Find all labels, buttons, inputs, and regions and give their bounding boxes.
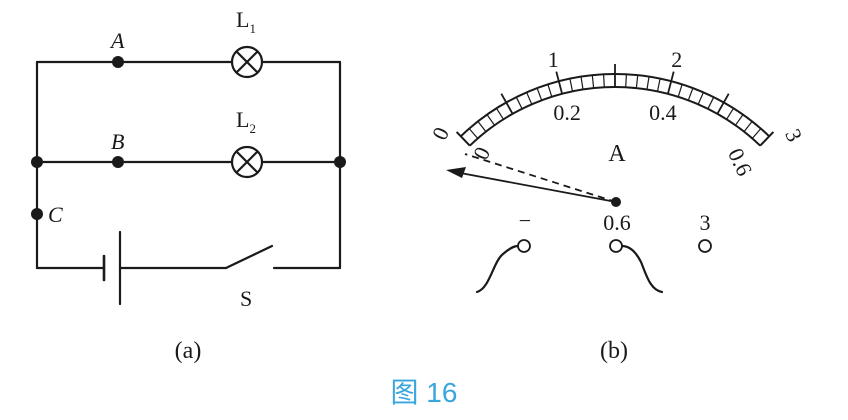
scale-minor-tick <box>646 76 650 90</box>
scale-end-left <box>455 131 471 147</box>
scale-ticks <box>468 64 762 139</box>
scale-minor-tick <box>697 92 704 105</box>
scale-minor-tick <box>707 96 715 110</box>
wire-into-0-6 <box>620 244 664 294</box>
panel-a-label: (a) <box>175 338 202 364</box>
scale-minor-tick <box>547 84 553 97</box>
ammeter-dial: 1 2 3 0.2 0.4 0.6 0 0 A − 0.6 3 <box>427 47 808 364</box>
terminal-0-6-label: 0.6 <box>603 210 631 235</box>
switch-label: S <box>240 286 252 311</box>
node-b-dot <box>112 156 124 168</box>
wire-into-negative <box>475 244 520 294</box>
scale-minor-tick <box>569 78 574 92</box>
scale-minor-tick <box>743 121 753 132</box>
scale-minor-tick <box>580 76 584 90</box>
scale-minor-tick <box>735 114 744 126</box>
scale-minor-tick <box>726 107 735 120</box>
scale-zero-bottom-label: 0 <box>468 143 495 164</box>
scale-major-tick <box>667 71 675 95</box>
pointer-solid <box>454 171 617 203</box>
scale-end-right <box>759 131 775 147</box>
node-c-label: C <box>48 202 63 227</box>
scale-minor-tick <box>468 128 479 139</box>
scale-minor-tick <box>625 74 627 88</box>
scale-minor-tick <box>477 121 487 132</box>
lamp-l2-label: L2 <box>236 107 256 136</box>
scale-minor-tick <box>677 84 683 97</box>
scale-minor-tick <box>751 128 762 139</box>
node-b-label: B <box>111 129 124 154</box>
terminal-0-6[interactable] <box>609 239 623 253</box>
scale-top-label-1: 1 <box>548 47 559 72</box>
scale-minor-tick <box>635 75 639 89</box>
scale-major-tick <box>555 71 563 95</box>
lamp-l1-icon <box>230 45 264 79</box>
node-a-label: A <box>109 28 125 53</box>
panel-b-label: (b) <box>600 338 628 364</box>
figure-caption: 图 16 <box>391 377 458 408</box>
ammeter-symbol: A <box>608 141 626 167</box>
scale-minor-tick <box>591 75 595 89</box>
scale-bottom-label-3: 0.6 <box>723 144 757 179</box>
junction-left-dot <box>31 156 43 168</box>
scale-arc-inner <box>469 86 761 147</box>
circuit-nodes <box>31 56 346 220</box>
scale-minor-tick <box>515 96 523 110</box>
scale-minor-tick <box>603 74 605 88</box>
lamp-l2-icon <box>230 145 264 179</box>
node-c-dot <box>31 208 43 220</box>
lamp-l1-label: L1 <box>236 7 256 36</box>
scale-minor-tick <box>486 114 495 126</box>
scale-major-tick <box>500 93 514 115</box>
scale-top-label-2: 2 <box>671 47 682 72</box>
scale-bottom-label-2: 0.4 <box>649 100 677 125</box>
scale-top-label-3: 3 <box>780 125 807 146</box>
pointer-arrowhead-icon <box>446 167 466 178</box>
terminal-3-label: 3 <box>700 210 711 235</box>
terminal-3[interactable] <box>698 239 712 253</box>
pointer-dashed <box>464 153 617 203</box>
terminal-negative-label: − <box>519 208 531 233</box>
scale-minor-tick <box>495 107 504 120</box>
scale-minor-tick <box>656 78 661 92</box>
circuit-diagram <box>35 45 342 306</box>
junction-right-dot <box>334 156 346 168</box>
scale-minor-tick <box>526 92 533 105</box>
scale-zero-top-label: 0 <box>427 123 454 144</box>
scale-minor-tick <box>536 87 543 101</box>
scale-major-tick <box>716 93 730 115</box>
terminal-negative[interactable] <box>517 239 531 253</box>
node-a-dot <box>112 56 124 68</box>
scale-minor-tick <box>687 87 694 101</box>
switch-blade <box>224 244 274 270</box>
scale-bottom-label-1: 0.2 <box>553 100 581 125</box>
pointer-pivot <box>611 197 621 207</box>
